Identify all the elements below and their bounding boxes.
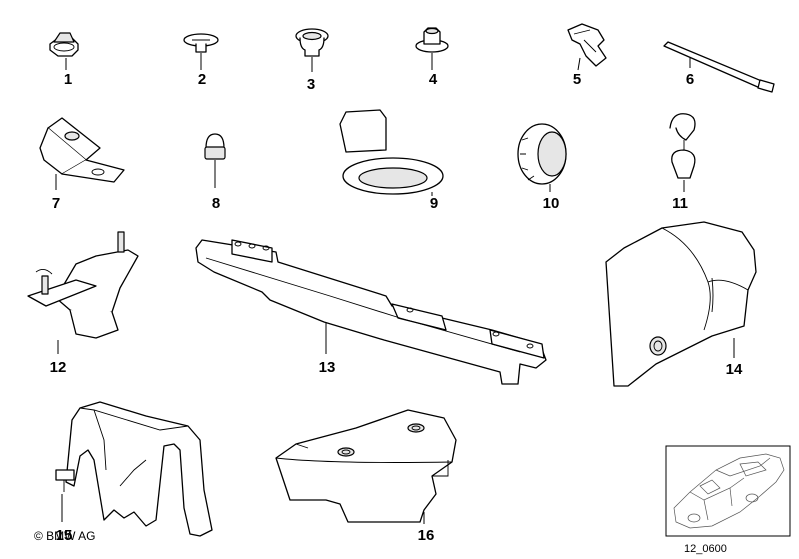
- car-outline-icon: [673, 453, 785, 529]
- part-7-bracket: [39, 117, 125, 190]
- label-15: 15: [56, 527, 73, 544]
- label-4: 4: [429, 71, 438, 88]
- part-16-cover-plate: [275, 409, 457, 524]
- part-6-cable-tie: [663, 41, 775, 93]
- part-4-flange-nut: [415, 27, 449, 70]
- label-7: 7: [52, 195, 60, 212]
- part-11-double-clip: [669, 113, 696, 192]
- label-3: 3: [307, 76, 315, 93]
- vehicle-locator-thumbnail: [665, 445, 791, 537]
- part-3-grommet: [295, 28, 329, 72]
- label-1: 1: [64, 71, 72, 88]
- label-8: 8: [212, 195, 220, 212]
- copyright-text: © BMW AG: [34, 529, 96, 543]
- label-6: 6: [686, 71, 694, 88]
- label-12: 12: [50, 359, 67, 376]
- part-9-ring-holder: [339, 109, 444, 196]
- part-13-cable-channel: [195, 239, 547, 385]
- label-10: 10: [543, 195, 560, 212]
- part-14-cover: [605, 221, 757, 387]
- part-12-stud-bracket: [27, 231, 139, 354]
- label-5: 5: [573, 71, 581, 88]
- label-16: 16: [418, 527, 435, 544]
- label-14: 14: [726, 361, 743, 378]
- part-15-u-bracket: [55, 401, 213, 537]
- diagram-id: 12_0600: [684, 543, 727, 555]
- part-5-spring-clip: [567, 23, 607, 71]
- part-1-nut: [49, 32, 79, 70]
- label-2: 2: [198, 71, 206, 88]
- part-10-grommet-ring: [517, 123, 567, 192]
- label-9: 9: [430, 195, 438, 212]
- part-8-cap-nut: [204, 133, 226, 188]
- label-13: 13: [319, 359, 336, 376]
- part-2-screw: [183, 33, 219, 70]
- label-11: 11: [672, 195, 688, 212]
